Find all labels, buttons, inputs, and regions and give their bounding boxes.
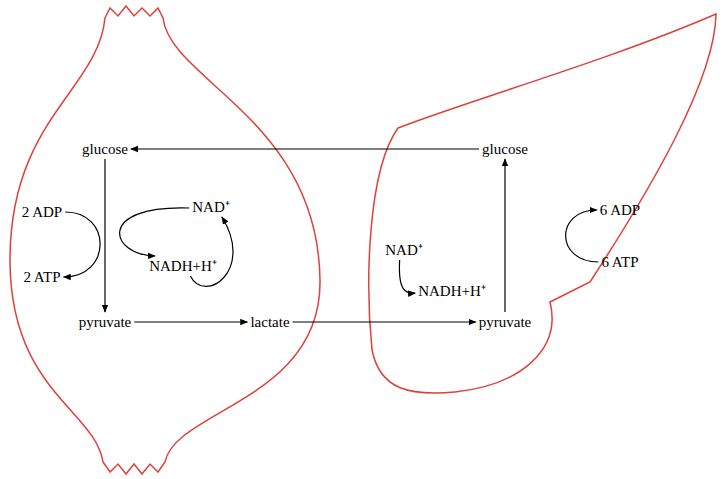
reaction-arrow [399, 260, 415, 293]
metabolite-label: NADH+H⁺ [415, 281, 489, 301]
metabolite-label: NAD⁺ [189, 197, 233, 217]
metabolite-text: NAD⁺ [192, 198, 230, 216]
metabolite-text: NADH+H⁺ [149, 257, 217, 275]
metabolite-label: NADH+H⁺ [146, 256, 220, 276]
metabolite-label: glucose [479, 139, 531, 159]
metabolite-text: NADH+H⁺ [418, 282, 486, 300]
reaction-arrow [131, 148, 479, 149]
metabolite-label: 2 ATP [20, 267, 63, 287]
liver-outline [369, 14, 716, 393]
reaction-arrow [64, 212, 101, 277]
metabolite-label: pyruvate [76, 312, 134, 332]
reaction-arrow [293, 321, 476, 322]
metabolite-text: pyruvate [79, 313, 131, 331]
metabolite-text: NAD⁺ [385, 241, 423, 259]
muscle-cell-outline [10, 6, 320, 474]
metabolite-label: 6 ATP [598, 252, 641, 272]
reaction-arrow [566, 210, 599, 262]
metabolite-label: pyruvate [476, 312, 534, 332]
reaction-arrow [120, 208, 190, 256]
metabolite-text: glucose [482, 140, 528, 158]
metabolite-label: lactate [247, 312, 292, 332]
reaction-arrow [504, 159, 505, 312]
metabolite-label: 2 ADP [19, 202, 65, 222]
metabolite-text: glucose [82, 140, 128, 158]
metabolite-text: pyruvate [479, 313, 531, 331]
reaction-arrow [190, 217, 233, 286]
metabolite-label: glucose [79, 139, 131, 159]
metabolite-text: 2 ATP [23, 268, 60, 286]
metabolite-label: 6 ADP [597, 200, 643, 220]
metabolite-label: NAD⁺ [382, 240, 426, 260]
reaction-arrow [104, 159, 105, 312]
metabolite-text: lactate [250, 313, 289, 331]
reaction-arrow [134, 321, 247, 322]
metabolite-text: 6 ATP [601, 253, 638, 271]
metabolite-text: 6 ADP [600, 201, 640, 219]
metabolite-text: 2 ADP [22, 203, 62, 221]
